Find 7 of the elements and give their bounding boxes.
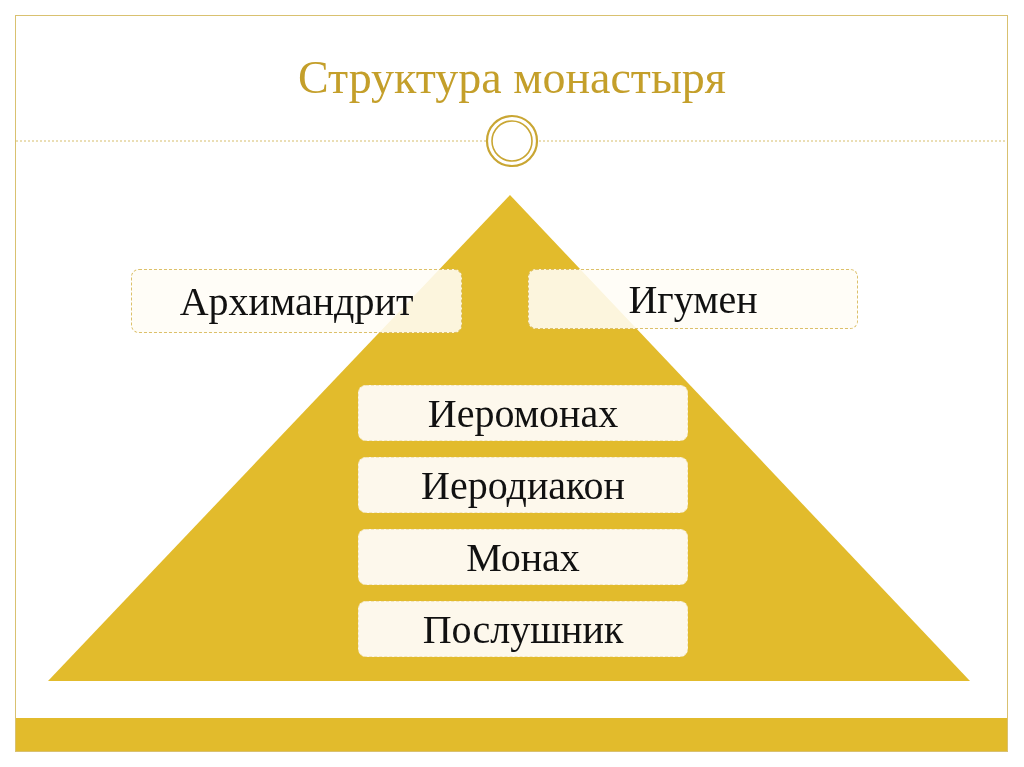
rank-box: Послушник: [358, 601, 688, 657]
rank-box: Игумен: [528, 269, 858, 329]
rank-box: Монах: [358, 529, 688, 585]
rank-box: Архимандрит: [131, 269, 462, 333]
rank-box: Иеродиакон: [358, 457, 688, 513]
slide-title: Структура монастыря: [297, 51, 727, 105]
rank-box: Иеромонах: [358, 385, 688, 441]
